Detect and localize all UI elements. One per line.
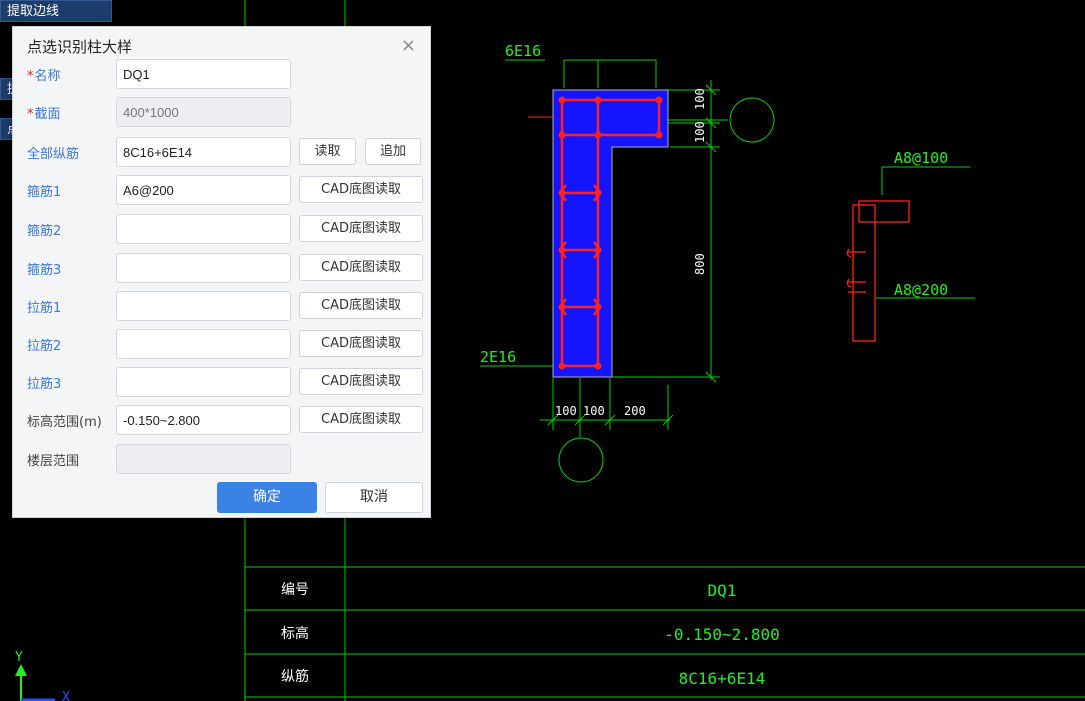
elevation-label: 标高范围(m) <box>27 415 102 430</box>
ucs-x-label: X <box>62 690 70 701</box>
stirrup-top-label: A8@100 <box>894 149 948 167</box>
tie3-cad-read-button[interactable]: CAD底图读取 <box>299 368 423 395</box>
table-value-elevation: -0.150~2.800 <box>664 625 780 644</box>
table-key-elevation: 标高 <box>281 625 309 642</box>
ucs-icon: Y X <box>15 650 70 701</box>
row-elevation: 标高范围(m) CAD底图读取 <box>13 405 430 435</box>
row-stirrup-1: 箍筋1 CAD底图读取 <box>13 175 430 205</box>
side-rebar-label: 2E16 <box>480 348 516 366</box>
elevation-input[interactable] <box>116 405 291 435</box>
read-button[interactable]: 读取 <box>299 138 356 165</box>
tie1-input[interactable] <box>116 291 291 321</box>
stirrup3-label: 箍筋3 <box>27 263 62 278</box>
row-section: *截面 <box>13 97 430 127</box>
table-value-number: DQ1 <box>708 581 737 600</box>
row-stirrup-3: 箍筋3 CAD底图读取 <box>13 253 430 283</box>
dim-right-3: 800 <box>693 253 707 275</box>
cancel-button[interactable]: 取消 <box>325 482 423 513</box>
row-tie-3: 拉筋3 CAD底图读取 <box>13 367 430 397</box>
stirrup2-label: 箍筋2 <box>27 224 62 239</box>
append-button[interactable]: 追加 <box>365 138 421 165</box>
row-all-rebar: 全部纵筋 读取 追加 <box>13 137 430 167</box>
ucs-y-label: Y <box>15 650 23 665</box>
dim-right-1: 100 <box>693 88 707 110</box>
row-floor: 楼层范围 <box>13 444 430 474</box>
side-menu-item-extract-edges[interactable]: 提取边线 <box>0 0 112 22</box>
dim-bottom-2: 100 <box>583 404 605 418</box>
table-key-rebar: 纵筋 <box>281 668 309 685</box>
table-key-number: 编号 <box>281 582 309 598</box>
dim-bottom-1: 100 <box>555 404 577 418</box>
table-value-rebar: 8C16+6E14 <box>679 669 766 688</box>
stirrup3-cad-read-button[interactable]: CAD底图读取 <box>299 254 423 281</box>
tie2-input[interactable] <box>116 329 291 359</box>
row-tie-1: 拉筋1 CAD底图读取 <box>13 291 430 321</box>
dim-right-2: 100 <box>693 121 707 143</box>
stirrup3-input[interactable] <box>116 253 291 283</box>
stirrup1-input[interactable] <box>116 175 291 205</box>
tie3-input[interactable] <box>116 367 291 397</box>
required-mark: * <box>27 107 34 122</box>
tie2-cad-read-button[interactable]: CAD底图读取 <box>299 330 423 357</box>
all-rebar-input[interactable] <box>116 137 291 167</box>
column-detail-dialog: 点选识别柱大样 × *名称 *截面 全部纵筋 读取 追加 箍筋1 CAD底图读取… <box>12 26 431 518</box>
tie1-cad-read-button[interactable]: CAD底图读取 <box>299 292 423 319</box>
stirrup1-cad-read-button[interactable]: CAD底图读取 <box>299 176 423 203</box>
floor-label: 楼层范围 <box>27 454 80 469</box>
row-tie-2: 拉筋2 CAD底图读取 <box>13 329 430 359</box>
section-input <box>116 97 291 127</box>
top-rebar-label: 6E16 <box>505 42 541 60</box>
tie1-label: 拉筋1 <box>27 301 62 316</box>
stirrup2-input[interactable] <box>116 214 291 244</box>
elevation-cad-read-button[interactable]: CAD底图读取 <box>299 406 423 433</box>
row-stirrup-2: 箍筋2 CAD底图读取 <box>13 214 430 244</box>
stirrup1-label: 箍筋1 <box>27 185 62 200</box>
floor-input <box>116 444 291 474</box>
ok-button[interactable]: 确定 <box>217 482 317 513</box>
row-name: *名称 <box>13 59 430 89</box>
stirrup-bottom-label: A8@200 <box>894 281 948 299</box>
stirrup2-cad-read-button[interactable]: CAD底图读取 <box>299 215 423 242</box>
name-label: 名称 <box>34 69 61 84</box>
tie2-label: 拉筋2 <box>27 339 62 354</box>
required-mark: * <box>27 69 34 84</box>
all-rebar-label: 全部纵筋 <box>27 147 80 162</box>
tie3-label: 拉筋3 <box>27 377 62 392</box>
close-icon[interactable]: × <box>400 35 416 56</box>
name-input[interactable] <box>116 59 291 89</box>
dialog-title: 点选识别柱大样 <box>27 38 133 56</box>
dim-bottom-3: 200 <box>624 404 646 418</box>
section-label: 截面 <box>34 107 61 122</box>
